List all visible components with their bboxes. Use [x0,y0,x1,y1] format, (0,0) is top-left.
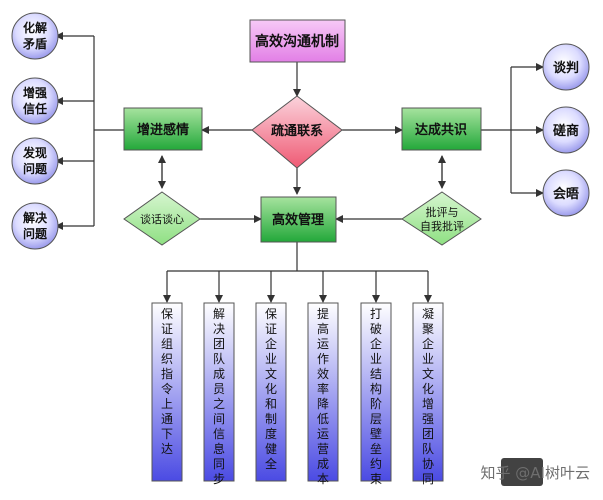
right-circle-2-label: 磋商 [553,123,579,139]
column-6: 凝聚企业文化增强团队协同 [412,302,444,486]
left-circle-4-line1: 解决 [23,210,48,225]
right-circle-1: 谈判 [542,43,590,91]
left-circle-1-line2: 矛盾 [22,36,47,51]
left-diamond-label: 谈话谈心 [140,213,184,226]
columns: 保证组织指令上通下达 解决团队成员之间信息同步 保证企业文化和制度健全 提高运作… [151,302,444,486]
right-diamond-label-line1: 批评与 [426,205,459,219]
column-5: 打破企业结构阶层壁垒约束 [360,302,392,486]
column-1: 保证组织指令上通下达 [151,302,183,482]
column-6-text: 凝聚企业文化增强团队协同 [422,306,434,486]
top-box-label: 高效沟通机制 [255,33,339,50]
bottom-box-label: 高效管理 [272,212,324,228]
top-box: 高效沟通机制 [249,19,346,63]
right-circle-3-label: 会晤 [553,186,579,202]
right-circle-1-label: 谈判 [553,60,579,76]
column-3-text: 保证企业文化和制度健全 [265,307,277,471]
watermark-logo [501,458,543,486]
right-diamond-label-line2: 自我批评 [420,219,464,233]
center-diamond: 疏通联系 [251,95,343,169]
left-box: 增进感情 [123,107,203,151]
column-3: 保证企业文化和制度健全 [255,302,287,482]
right-circle-3: 会晤 [542,169,590,217]
left-circle-3-line2: 问题 [23,161,48,176]
left-circle-4: 解决 问题 [11,202,59,250]
left-box-label: 增进感情 [137,122,189,138]
left-circle-3: 发现 问题 [11,137,59,185]
right-circle-2: 磋商 [542,106,590,154]
right-box: 达成共识 [401,107,482,151]
left-circle-2: 增强 信任 [11,77,59,125]
right-box-label: 达成共识 [415,122,467,138]
watermark-text: 知乎 @AI树叶云 [481,464,590,482]
column-2: 解决团队成员之间信息同步 [203,302,235,486]
center-diamond-label: 疏通联系 [271,123,323,139]
right-diamond: 批评与 自我批评 [401,191,482,246]
connectors [55,32,544,303]
bottom-box: 高效管理 [260,196,337,243]
column-5-text: 打破企业结构阶层壁垒约束 [370,307,382,486]
column-1-text: 保证组织指令上通下达 [161,307,173,456]
left-circle-2-line2: 信任 [23,101,47,116]
left-circle-2-line1: 增强 [23,85,47,100]
left-circle-1-line1: 化解 [23,20,47,35]
left-circle-1: 化解 矛盾 [11,12,59,60]
column-4: 提高运作效率降低运营成本 [307,302,339,486]
left-diamond: 谈话谈心 [123,191,201,246]
column-4-text: 提高运作效率降低运营成本 [317,306,329,486]
column-2-text: 解决团队成员之间信息同步 [213,307,225,486]
left-circle-3-line1: 发现 [22,145,47,160]
left-circle-4-line2: 问题 [23,226,48,241]
watermark: 知乎 @AI树叶云 [481,458,590,486]
